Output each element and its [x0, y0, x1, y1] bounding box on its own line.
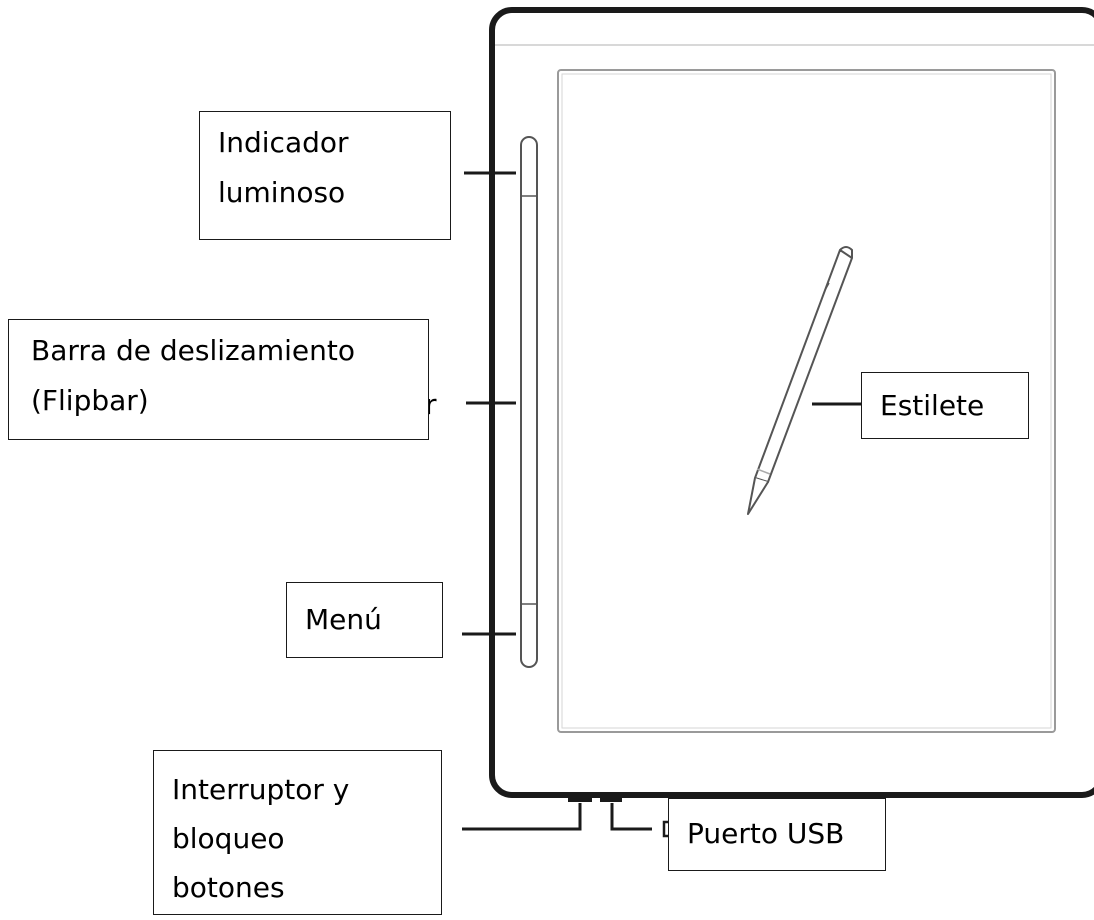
- screen-inner: [561, 73, 1052, 729]
- flipbar-strip: [520, 136, 538, 668]
- usb-bracket-fragment: [662, 820, 668, 838]
- label-menu: Menú: [286, 582, 443, 658]
- usb-port-nub: [600, 796, 622, 802]
- label-stylus: Estilete: [861, 372, 1029, 439]
- leader-usb: [610, 803, 652, 831]
- label-power-switch: Interruptor y bloqueo botones: [153, 750, 442, 915]
- stylus-drawing: [747, 246, 853, 515]
- label-usb-port: Puerto USB: [668, 798, 886, 871]
- label-flipbar: Barra de deslizamiento (Flipbar): [8, 319, 429, 440]
- screen: [557, 69, 1056, 733]
- power-switch-nub: [568, 796, 592, 802]
- leader-power: [462, 803, 582, 831]
- label-indicator: Indicador luminoso: [199, 111, 451, 240]
